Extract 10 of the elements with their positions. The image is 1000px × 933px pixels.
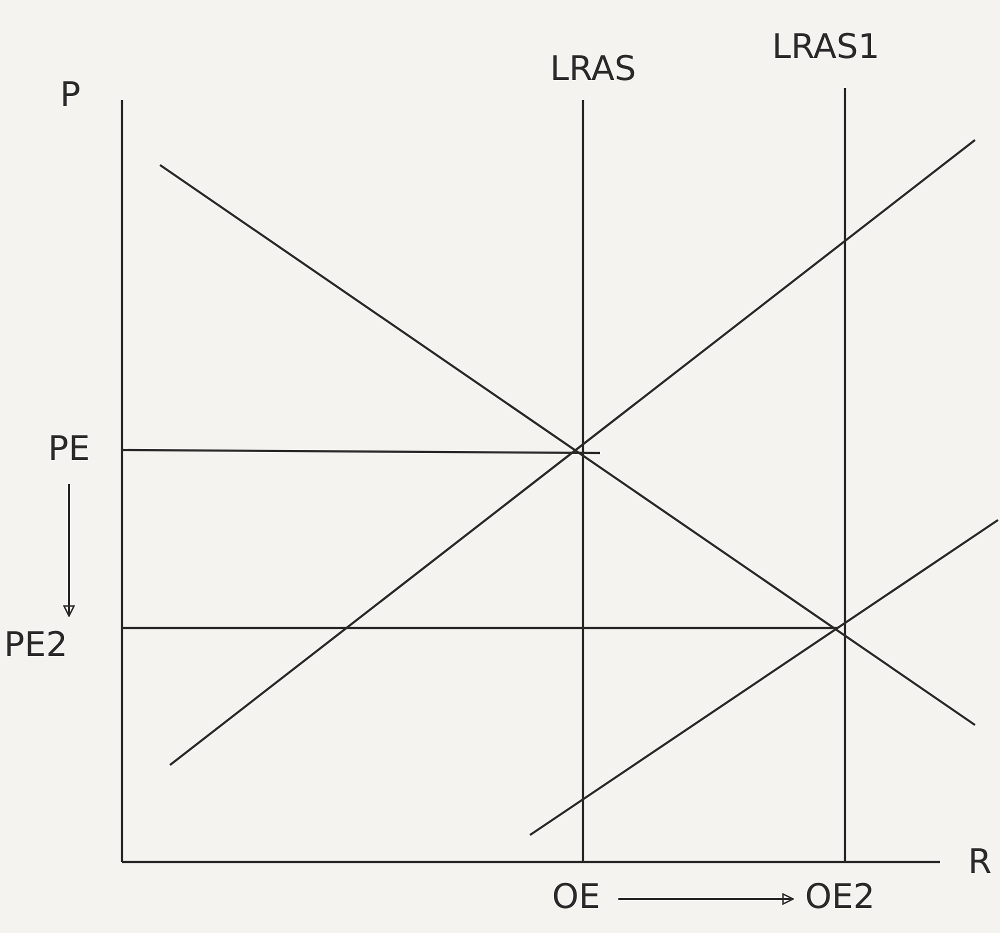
arrow [63, 484, 75, 617]
curve-label: LRAS1 [772, 30, 880, 64]
axis-label: OE [552, 880, 600, 914]
axis-label: PE [48, 432, 90, 466]
axis-label: OE2 [805, 880, 875, 914]
axis-label: PE2 [4, 628, 68, 662]
arrow [618, 893, 794, 905]
axis-title: R [968, 845, 992, 879]
curve-label: LRAS [550, 52, 636, 86]
axis-title: P [60, 78, 81, 112]
